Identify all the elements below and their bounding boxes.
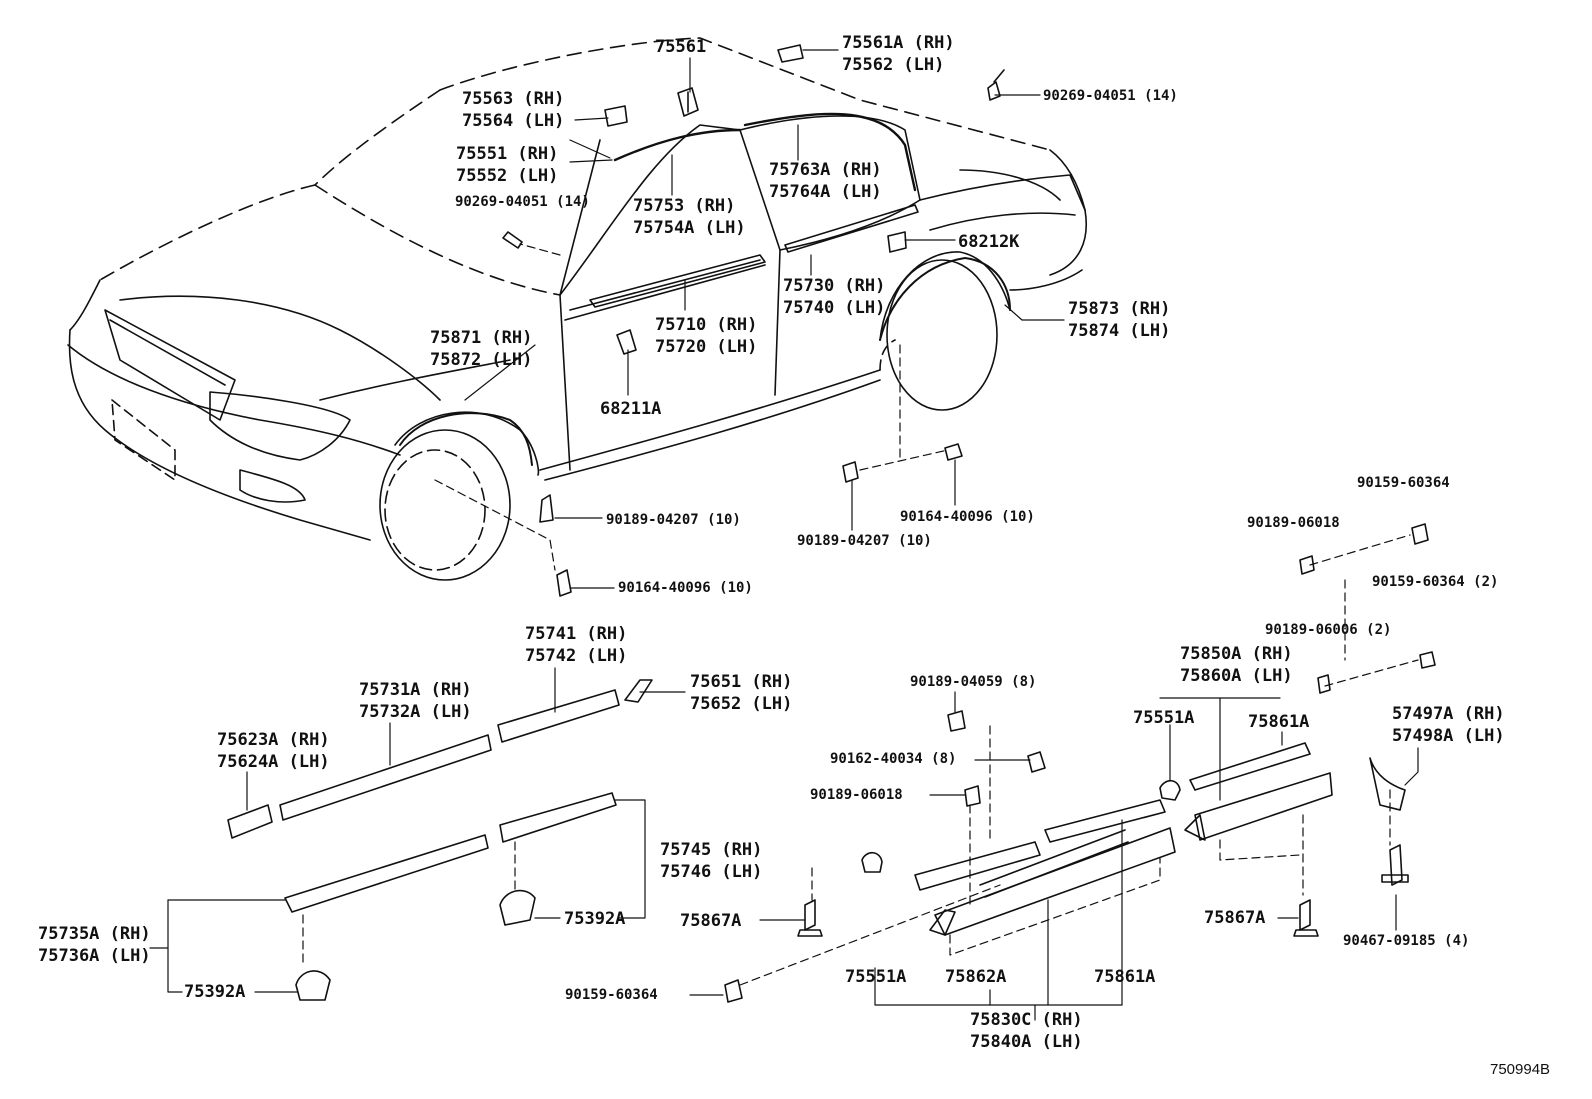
label-90162-40034: 90162-40034 (8) xyxy=(830,751,957,767)
label-75564: 75564 (LH) xyxy=(462,111,565,131)
label-75732a: 75732A (LH) xyxy=(359,702,472,722)
label-75710: 75710 (RH) xyxy=(655,315,758,335)
label-68212k: 68212K xyxy=(958,232,1020,252)
leader-lines-upper xyxy=(434,49,1065,589)
label-90189-06006: 90189-06006 (2) xyxy=(1265,622,1392,638)
label-75392a-middle: 75392A xyxy=(564,909,626,929)
label-75652: 75652 (LH) xyxy=(690,694,793,714)
lower-left-moldings xyxy=(227,679,653,1001)
label-75746: 75746 (LH) xyxy=(660,862,763,882)
leader-lines-lower-left xyxy=(149,667,686,993)
label-75754a: 75754A (LH) xyxy=(633,218,746,238)
label-75753: 75753 (RH) xyxy=(633,196,736,216)
label-75561a: 75561A (RH) xyxy=(842,33,955,53)
label-75867a-right: 75867A xyxy=(1204,908,1266,928)
label-75740: 75740 (LH) xyxy=(783,298,886,318)
label-75624a: 75624A (LH) xyxy=(217,752,330,772)
label-75563: 75563 (RH) xyxy=(462,89,565,109)
label-75867a-left: 75867A xyxy=(680,911,742,931)
label-75850a: 75850A (RH) xyxy=(1180,644,1293,664)
label-75551: 75551 (RH) xyxy=(456,144,559,164)
label-75735a: 75735A (RH) xyxy=(38,924,151,944)
car-moldings xyxy=(399,112,1011,466)
label-75763a: 75763A (RH) xyxy=(769,160,882,180)
label-75551a-bottom: 75551A xyxy=(845,967,907,987)
label-75872: 75872 (LH) xyxy=(430,350,533,370)
label-75730: 75730 (RH) xyxy=(783,276,886,296)
label-75742: 75742 (LH) xyxy=(525,646,628,666)
label-75861a-right: 75861A xyxy=(1248,712,1310,732)
label-90189-06018-center: 90189-06018 xyxy=(810,787,903,803)
car-body-outline xyxy=(67,37,1087,581)
label-57498a: 57498A (LH) xyxy=(1392,726,1505,746)
label-75561: 75561 xyxy=(655,37,707,57)
label-90189-04207-b: 90189-04207 (10) xyxy=(797,533,932,549)
label-75731a: 75731A (RH) xyxy=(359,680,472,700)
label-90159-60364-2: 90159-60364 (2) xyxy=(1372,574,1499,590)
label-90269-04051-left: 90269-04051 (14) xyxy=(455,194,590,210)
label-75741: 75741 (RH) xyxy=(525,624,628,644)
label-90189-04207-a: 90189-04207 (10) xyxy=(606,512,741,528)
label-75874: 75874 (LH) xyxy=(1068,321,1171,341)
label-90164-40096-b: 90164-40096 (10) xyxy=(900,509,1035,525)
label-75861a-bottom: 75861A xyxy=(1094,967,1156,987)
label-75862a: 75862A xyxy=(945,967,1007,987)
label-75840a: 75840A (LH) xyxy=(970,1032,1083,1052)
label-75551a-right: 75551A xyxy=(1133,708,1195,728)
label-90467-09185: 90467-09185 (4) xyxy=(1343,933,1470,949)
label-90269-04051-top: 90269-04051 (14) xyxy=(1043,88,1178,104)
label-75860a: 75860A (LH) xyxy=(1180,666,1293,686)
label-75871: 75871 (RH) xyxy=(430,328,533,348)
label-90189-06018-right: 90189-06018 xyxy=(1247,515,1340,531)
label-90164-40096-a: 90164-40096 (10) xyxy=(618,580,753,596)
rocker-panels xyxy=(724,523,1436,1003)
label-75623a: 75623A (RH) xyxy=(217,730,330,750)
label-75736a: 75736A (LH) xyxy=(38,946,151,966)
label-75745: 75745 (RH) xyxy=(660,840,763,860)
label-75720: 75720 (LH) xyxy=(655,337,758,357)
label-75562: 75562 (LH) xyxy=(842,55,945,75)
label-68211a: 68211A xyxy=(600,399,662,419)
label-90159-60364-bottom: 90159-60364 xyxy=(565,987,658,1003)
label-75764a: 75764A (LH) xyxy=(769,182,882,202)
leader-lines-lower-right xyxy=(689,534,1419,1021)
label-90189-04059: 90189-04059 (8) xyxy=(910,674,1037,690)
label-75651: 75651 (RH) xyxy=(690,672,793,692)
label-75552: 75552 (LH) xyxy=(456,166,559,186)
label-57497a: 57497A (RH) xyxy=(1392,704,1505,724)
label-75392a-bottom: 75392A xyxy=(184,982,246,1002)
diagram-reference-code: 750994B xyxy=(1490,1061,1551,1078)
small-clips-on-car xyxy=(502,44,1005,597)
label-75873: 75873 (RH) xyxy=(1068,299,1171,319)
label-75830c: 75830C (RH) xyxy=(970,1010,1083,1030)
label-90159-60364-top: 90159-60364 xyxy=(1357,475,1450,491)
